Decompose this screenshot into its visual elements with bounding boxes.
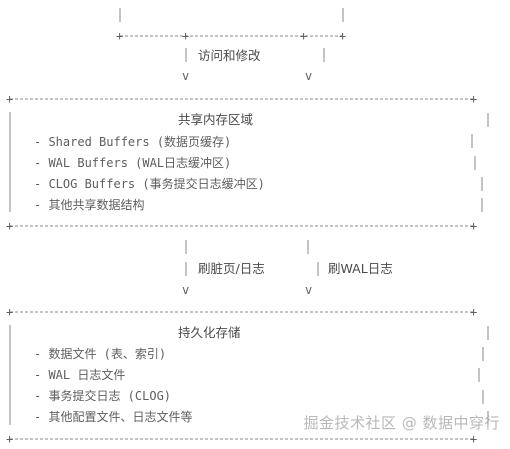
mid-flow-right-label: 刷WAL日志 bbox=[328, 261, 393, 276]
persistent-storage-item: - 数据文件 (表、索引) bbox=[34, 346, 166, 361]
top-join-plus-left: + bbox=[116, 29, 123, 43]
persistent-storage-box: + + 持久化存储 - 数据文件 (表、索引) - WAL 日志文件 - 事务提… bbox=[6, 305, 489, 446]
persistent-storage-item: - 事务提交日志 (CLOG) bbox=[34, 388, 171, 403]
shared-memory-top-left-corner: + bbox=[6, 92, 13, 106]
shared-memory-item: - CLOG Buffers (事务提交日志缓冲区) bbox=[34, 176, 265, 191]
persistent-storage-title: 持久化存储 bbox=[178, 325, 241, 340]
persistent-storage-item: - 其他配置文件、日志文件等 bbox=[34, 409, 192, 424]
shared-memory-item: - Shared Buffers (数据页缓存) bbox=[34, 134, 231, 149]
top-arrow-left: v bbox=[182, 69, 189, 83]
shared-memory-bottom-left-corner: + bbox=[6, 219, 13, 233]
top-join-plus-mid-left: + bbox=[182, 29, 189, 43]
top-arrow-right: v bbox=[305, 69, 312, 83]
shared-memory-item: - WAL Buffers (WAL日志缓冲区) bbox=[34, 155, 231, 170]
persistent-storage-item: - WAL 日志文件 bbox=[34, 367, 125, 382]
shared-memory-bottom-right-corner: + bbox=[470, 219, 477, 233]
persistent-storage-top-right-corner: + bbox=[470, 305, 477, 319]
mid-flow-left-label: 刷脏页/日志 bbox=[198, 261, 265, 276]
top-connector: + + + + 访问和修改 v v bbox=[116, 8, 346, 83]
shared-memory-item: - 其他共享数据结构 bbox=[34, 197, 144, 212]
persistent-storage-top-left-corner: + bbox=[6, 305, 13, 319]
shared-memory-title: 共享内存区域 bbox=[178, 112, 253, 127]
mid-arrow-right: v bbox=[305, 283, 312, 297]
top-join-plus-mid-right: + bbox=[300, 29, 307, 43]
mid-arrow-left: v bbox=[182, 283, 189, 297]
shared-memory-top-right-corner: + bbox=[470, 92, 477, 106]
watermark: 掘金技术社区 @ 数据中穿行 bbox=[303, 414, 500, 432]
top-join-plus-right: + bbox=[339, 29, 346, 43]
persistent-storage-bottom-right-corner: + bbox=[470, 432, 477, 446]
persistent-storage-bottom-left-corner: + bbox=[6, 432, 13, 446]
middle-connector: 刷脏页/日志 刷WAL日志 v v bbox=[182, 240, 393, 297]
shared-memory-box: + + 共享内存区域 - Shared Buffers (数据页缓存) - WA… bbox=[6, 92, 489, 233]
top-flow-label: 访问和修改 bbox=[198, 48, 261, 63]
